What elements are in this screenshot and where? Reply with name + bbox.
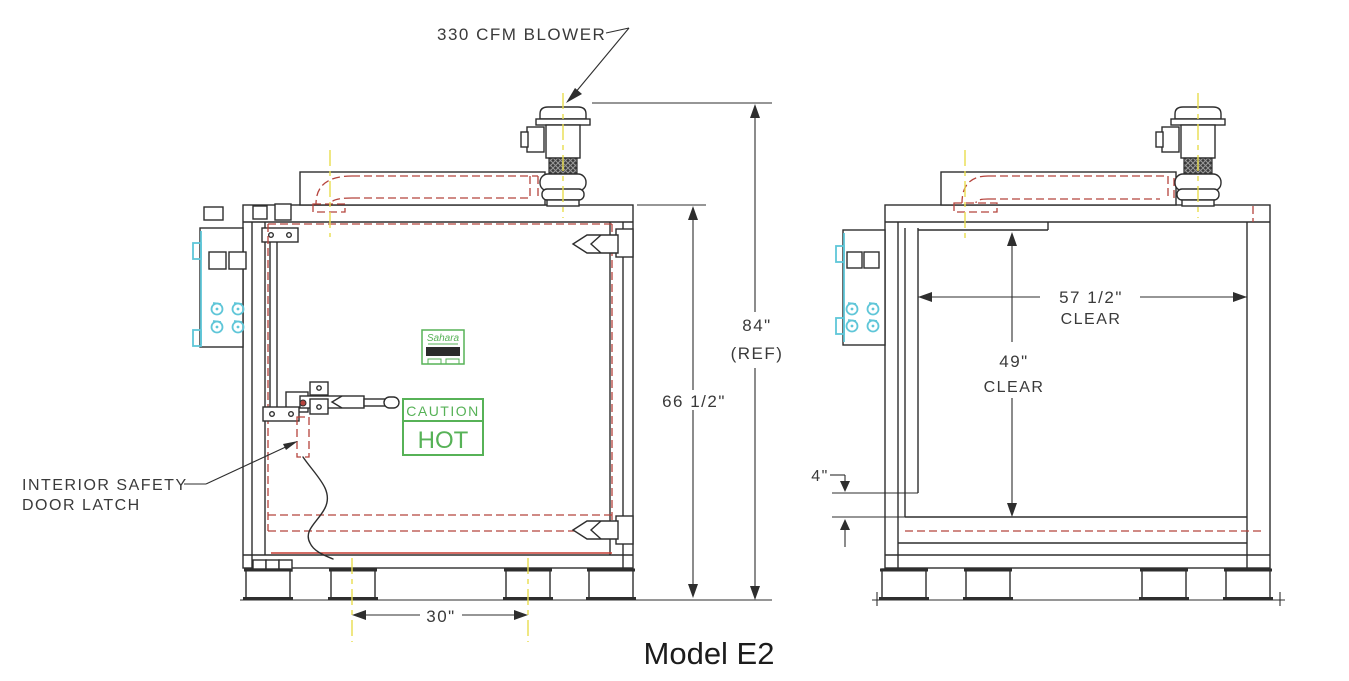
latch-label-line2: DOOR LATCH xyxy=(22,497,141,514)
caution-text: CAUTION xyxy=(406,403,480,419)
dim-door-height-text: 66 1/2" xyxy=(662,392,726,411)
latch-callout: INTERIOR SAFETY DOOR LATCH xyxy=(22,441,298,514)
panel-display xyxy=(846,251,863,269)
latch-cable xyxy=(302,456,334,560)
panel-display xyxy=(208,251,227,270)
side-duct-housing xyxy=(940,171,1177,206)
side-centerlines xyxy=(964,93,1199,238)
dimension-floor-duct-gap: 4" xyxy=(811,468,850,547)
front-centerlines xyxy=(329,93,564,642)
front-hidden-duct xyxy=(312,175,539,213)
front-legs xyxy=(240,567,772,601)
dimension-interior-width: 57 1/2" CLEAR xyxy=(918,288,1247,328)
dim-leg-centers-text: 30" xyxy=(426,607,455,626)
blower-label: 330 CFM BLOWER xyxy=(437,25,606,44)
brand-text: Sahara xyxy=(427,333,460,344)
front-door-seal-hidden xyxy=(267,223,613,554)
caution-hot-sign: CAUTION HOT xyxy=(402,398,484,456)
side-hidden-red-lines xyxy=(905,206,1262,532)
front-cabinet xyxy=(203,203,634,572)
panel-display xyxy=(228,251,247,270)
dimension-overall-height: 84" (REF) xyxy=(592,102,784,600)
sahara-brand-label: Sahara xyxy=(421,329,465,365)
dim-interior-height-text: 49" xyxy=(999,352,1028,371)
panel-display xyxy=(863,251,880,269)
dim-floor-duct-gap-text: 4" xyxy=(811,468,829,485)
side-view xyxy=(832,93,1285,606)
side-cabinet xyxy=(832,204,1271,569)
door-hinges xyxy=(572,228,634,545)
dim-overall-height-note: (REF) xyxy=(731,344,784,363)
side-control-panel xyxy=(835,229,886,346)
hot-text: HOT xyxy=(418,427,469,454)
model-title: Model E2 xyxy=(644,636,775,671)
dim-interior-height-note: CLEAR xyxy=(984,379,1045,396)
front-control-panel xyxy=(192,227,247,348)
dimension-door-height: 66 1/2" xyxy=(637,204,726,598)
dimension-interior-height: 49" CLEAR xyxy=(984,232,1045,517)
front-duct-housing xyxy=(299,171,546,206)
side-hidden-duct xyxy=(953,175,1175,213)
side-legs xyxy=(872,567,1285,606)
dim-interior-width-text: 57 1/2" xyxy=(1059,288,1123,307)
dim-overall-height-text: 84" xyxy=(742,316,771,335)
blower-callout: 330 CFM BLOWER xyxy=(437,25,630,103)
front-view: Sahara CAUTION HOT xyxy=(192,93,772,642)
latch-label-line1: INTERIOR SAFETY xyxy=(22,477,188,494)
dim-interior-width-note: CLEAR xyxy=(1061,311,1122,328)
door-latch xyxy=(262,381,400,458)
dimension-leg-centers: 30" xyxy=(352,607,528,626)
